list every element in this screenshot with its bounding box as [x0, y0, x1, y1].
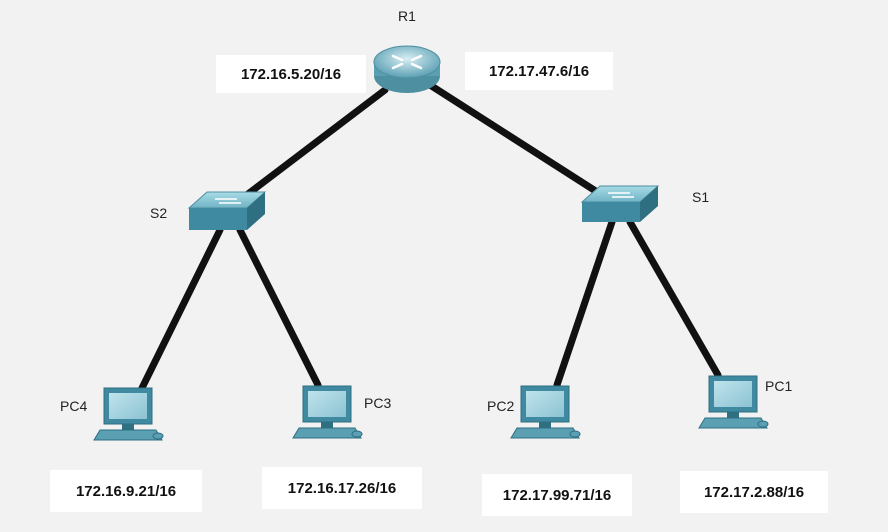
- pc3-computer-icon[interactable]: [292, 385, 363, 439]
- pc3-label: PC3: [364, 395, 392, 411]
- r1-left-ip-label: 172.16.5.20/16: [216, 55, 366, 93]
- link-s2-pc3: [236, 226, 322, 389]
- pc4-ip-label: 172.16.9.21/16: [50, 470, 202, 512]
- link-s1-pc1: [626, 218, 722, 379]
- pc4-label: PC4: [60, 398, 88, 414]
- link-s1-pc2: [553, 218, 616, 389]
- pc2-label: PC2: [487, 398, 515, 414]
- links: [138, 81, 722, 392]
- link-r1-s1: [426, 81, 609, 201]
- pc1-computer-icon[interactable]: [698, 375, 769, 429]
- r1-right-ip-label: 172.17.47.6/16: [465, 52, 613, 90]
- router-icon[interactable]: [373, 45, 441, 93]
- pc3-ip-label: 172.16.17.26/16: [262, 467, 422, 509]
- r1-label: R1: [398, 8, 416, 24]
- switch-icon[interactable]: [187, 191, 267, 230]
- link-r1-s2: [236, 86, 389, 204]
- pc4-computer-icon[interactable]: [93, 387, 164, 441]
- pc2-computer-icon[interactable]: [510, 385, 581, 439]
- pc1-label: PC1: [765, 378, 793, 394]
- pc1-ip-label: 172.17.2.88/16: [680, 471, 828, 513]
- pc2-ip-label: 172.17.99.71/16: [482, 474, 632, 516]
- switch-icon[interactable]: [580, 185, 660, 222]
- link-s2-pc4: [138, 226, 224, 392]
- s2-label: S2: [150, 205, 168, 221]
- s1-label: S1: [692, 189, 710, 205]
